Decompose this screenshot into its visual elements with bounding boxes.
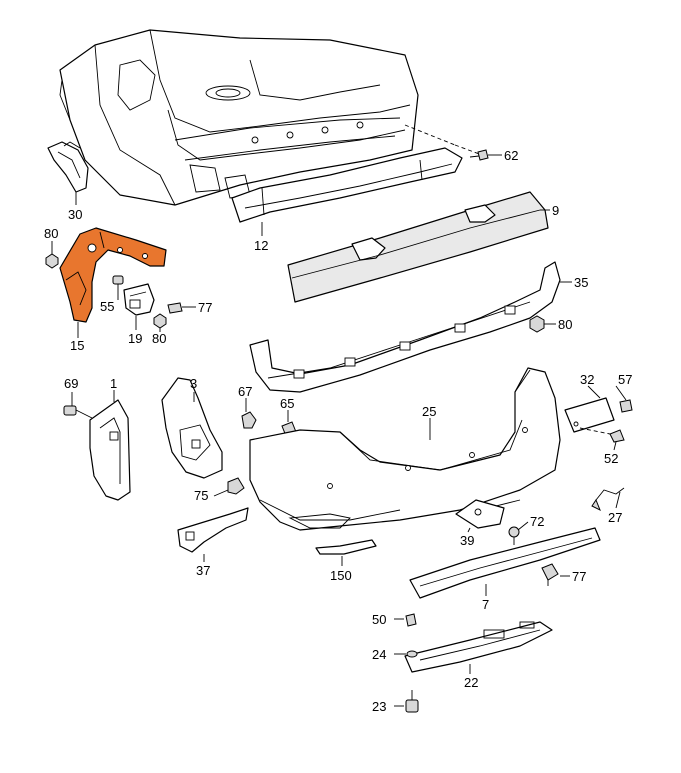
part-27-wire: [591, 487, 625, 512]
screw-52: [609, 429, 625, 443]
callout-25: 25: [422, 404, 436, 419]
clip-50: [405, 613, 417, 627]
fastener-72: [508, 526, 520, 545]
callout-23: 23: [372, 699, 386, 714]
callout-35: 35: [574, 275, 588, 290]
callout-80-right: 80: [558, 317, 572, 332]
part-19-holder: [123, 283, 155, 316]
callout-65: 65: [280, 396, 294, 411]
callout-72: 72: [530, 514, 544, 529]
part-15-bracket-highlighted: [59, 227, 167, 323]
part-1-side-bracket: [89, 399, 131, 501]
callout-3: 3: [190, 376, 197, 391]
part-12-carrier: [231, 147, 463, 223]
callout-37: 37: [196, 563, 210, 578]
screw-77-upper: [167, 302, 183, 314]
callout-12: 12: [254, 238, 268, 253]
callout-1: 1: [110, 376, 117, 391]
part-39-bracket: [455, 499, 505, 529]
callout-52: 52: [604, 451, 618, 466]
screw-55: [112, 275, 124, 292]
screw-23: [405, 690, 419, 713]
nut-80-right: [529, 315, 545, 333]
part-3-cover: [161, 377, 223, 479]
part-9-energy-absorber: [287, 191, 549, 303]
screw-69: [63, 405, 93, 419]
part-25-bumper-cover: [249, 367, 561, 531]
callout-80-top-left: 80: [44, 226, 58, 241]
callout-67: 67: [238, 384, 252, 399]
car-body-rear-section: [59, 29, 419, 206]
callout-69: 69: [64, 376, 78, 391]
leader-lines: [51, 154, 627, 707]
part-30-bracket: [47, 141, 89, 193]
part-7-diffuser: [409, 527, 601, 599]
callout-75: 75: [194, 488, 208, 503]
callout-77-upper: 77: [198, 300, 212, 315]
part-32-plate: [564, 397, 615, 433]
callout-77-lower: 77: [572, 569, 586, 584]
callout-19: 19: [128, 331, 142, 346]
callout-22: 22: [464, 675, 478, 690]
clip-67: [241, 411, 257, 429]
callout-24: 24: [372, 647, 386, 662]
screw-77-lower: [541, 563, 559, 586]
part-150-strip: [315, 539, 377, 555]
part-35-guide: [249, 261, 561, 393]
washer-24: [406, 650, 418, 658]
callout-57: 57: [618, 372, 632, 387]
callout-27: 27: [608, 510, 622, 525]
nut-80-holder: [153, 313, 167, 329]
callout-62: 62: [504, 148, 518, 163]
callout-39: 39: [460, 533, 474, 548]
screw-62: [469, 149, 489, 161]
callout-80-holder: 80: [152, 331, 166, 346]
callout-15: 15: [70, 338, 84, 353]
callout-labels: 62 30 9 12 80 35 55 77 15 19 80 80 69 1 …: [44, 148, 632, 714]
callout-30: 30: [68, 207, 82, 222]
callout-150: 150: [330, 568, 352, 583]
callout-55: 55: [100, 299, 114, 314]
part-37-bracket: [177, 507, 249, 553]
callout-9: 9: [552, 203, 559, 218]
nut-80-left: [45, 253, 59, 269]
callout-32: 32: [580, 372, 594, 387]
screw-57: [619, 399, 633, 413]
callout-7: 7: [482, 597, 489, 612]
part-22-lower-trim: [404, 621, 553, 673]
clip-75: [227, 477, 245, 495]
callout-50: 50: [372, 612, 386, 627]
